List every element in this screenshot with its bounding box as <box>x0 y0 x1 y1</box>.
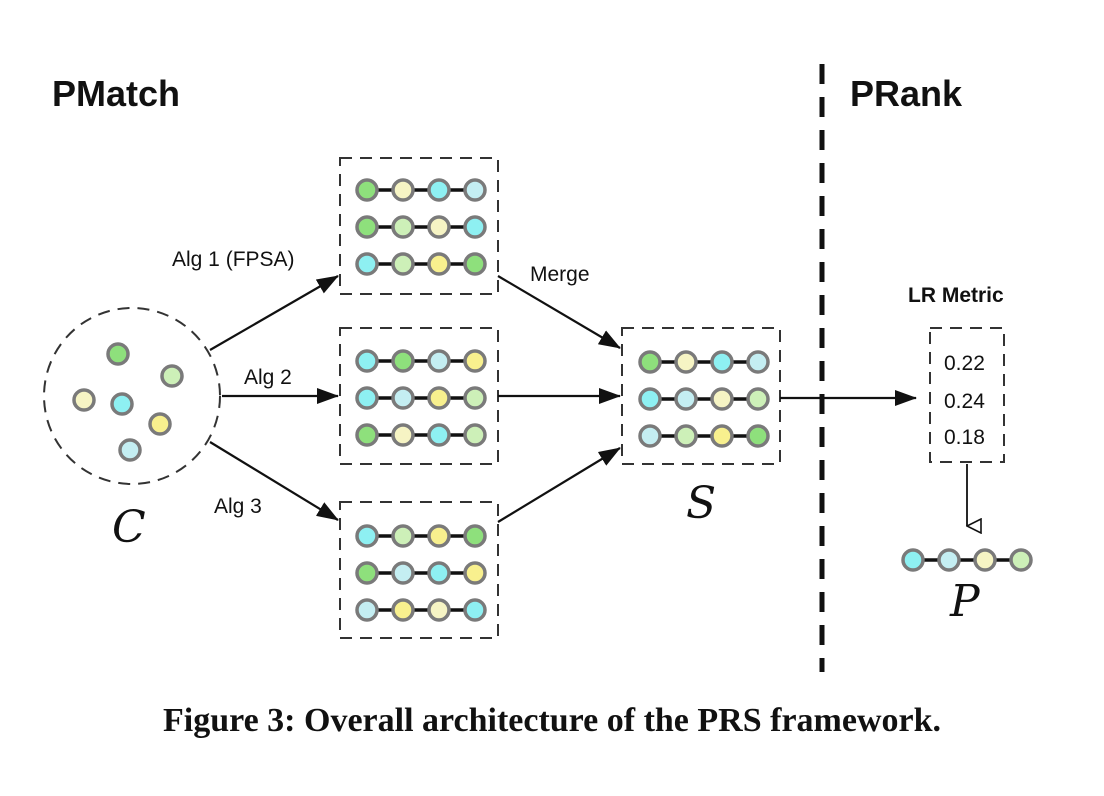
path-node <box>463 598 487 622</box>
metric-title: LR Metric <box>908 284 1004 307</box>
metric-value-2: 0.24 <box>944 390 985 413</box>
path-node <box>1009 548 1033 572</box>
path-node <box>355 215 379 239</box>
path-node <box>427 561 451 585</box>
path-node <box>638 387 662 411</box>
merge-arrow-top <box>497 275 621 349</box>
metric-value-1: 0.22 <box>944 352 985 375</box>
path-node <box>427 178 451 202</box>
path-node <box>391 524 415 548</box>
alg1-paths <box>355 178 487 276</box>
pmatch-title: PMatch <box>52 73 180 114</box>
alg3-box <box>339 501 499 639</box>
path-node <box>674 424 698 448</box>
path-node <box>106 342 130 366</box>
metric-box <box>929 327 1005 463</box>
alg1-box <box>339 157 499 295</box>
path-node <box>391 598 415 622</box>
path-node <box>391 252 415 276</box>
path-node <box>355 423 379 447</box>
path-node <box>355 178 379 202</box>
path-node <box>973 548 997 572</box>
path-node <box>355 524 379 548</box>
alg1-label: Alg 1 (FPSA) <box>172 248 295 271</box>
path-node <box>937 548 961 572</box>
path-node <box>427 215 451 239</box>
path-node <box>118 438 142 462</box>
path-node <box>638 350 662 374</box>
path-node <box>638 424 662 448</box>
path-node <box>355 349 379 373</box>
path-node <box>710 387 734 411</box>
merged-box <box>621 327 781 465</box>
path-node <box>746 387 770 411</box>
alg1-arrow <box>209 275 339 351</box>
alg2-paths <box>355 349 487 447</box>
path-node <box>746 424 770 448</box>
path-node <box>355 561 379 585</box>
path-node <box>463 252 487 276</box>
merge-label: Merge <box>530 263 590 286</box>
path-node <box>427 252 451 276</box>
result-symbol: P <box>949 576 981 627</box>
path-node <box>355 252 379 276</box>
path-node <box>355 598 379 622</box>
path-node <box>148 412 172 436</box>
path-node <box>463 178 487 202</box>
path-node <box>72 388 96 412</box>
path-node <box>110 392 134 416</box>
path-node <box>355 386 379 410</box>
path-node <box>427 598 451 622</box>
metric-value-3: 0.18 <box>944 426 985 449</box>
alg3-label: Alg 3 <box>214 495 262 518</box>
path-node <box>674 350 698 374</box>
merge-arrow-bottom <box>497 447 621 523</box>
path-node <box>160 364 184 388</box>
alg3-paths <box>355 524 487 622</box>
candidate-pool <box>43 307 221 485</box>
path-node <box>674 387 698 411</box>
path-node <box>463 386 487 410</box>
selection-symbol: S <box>686 478 716 529</box>
path-node <box>391 386 415 410</box>
alg3-arrow <box>209 441 339 521</box>
path-node <box>463 423 487 447</box>
candidate-symbol: C <box>112 502 146 553</box>
path-node <box>391 423 415 447</box>
path-node <box>746 350 770 374</box>
path-node <box>463 215 487 239</box>
path-node <box>427 423 451 447</box>
prank-title: PRank <box>850 73 963 114</box>
candidate-nodes <box>72 342 184 462</box>
path-node <box>463 349 487 373</box>
final-path <box>901 548 1033 572</box>
path-node <box>391 178 415 202</box>
path-node <box>710 350 734 374</box>
path-node <box>901 548 925 572</box>
path-node <box>463 561 487 585</box>
path-node <box>427 349 451 373</box>
merged-paths <box>638 350 770 448</box>
path-node <box>463 524 487 548</box>
alg2-label: Alg 2 <box>244 366 292 389</box>
path-node <box>391 215 415 239</box>
path-node <box>427 386 451 410</box>
path-node <box>710 424 734 448</box>
path-node <box>391 561 415 585</box>
figure-caption: Figure 3: Overall architecture of the PR… <box>162 702 941 739</box>
path-node <box>427 524 451 548</box>
path-node <box>391 349 415 373</box>
